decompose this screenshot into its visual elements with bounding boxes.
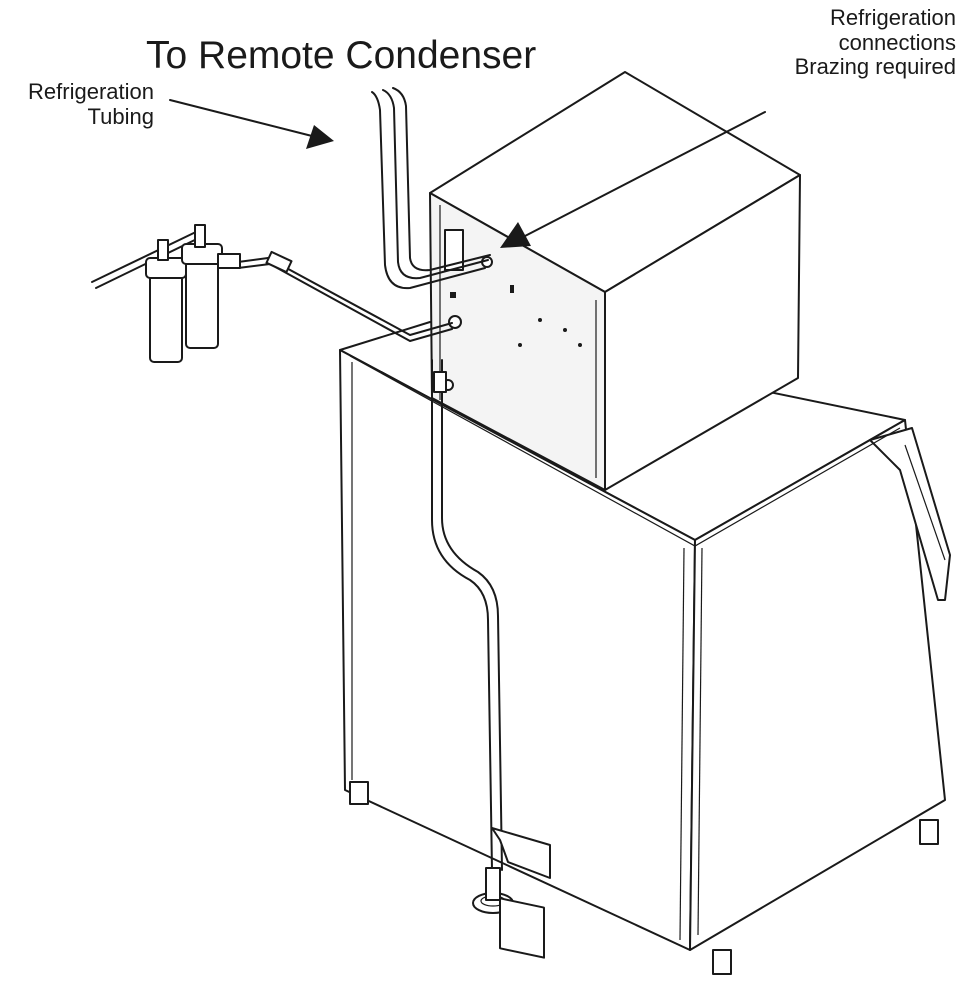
water-filter-assembly — [145, 224, 241, 363]
label-refrigeration-connections-line1: Refrigeration — [830, 5, 956, 30]
label-refrigeration-tubing-line2: Tubing — [87, 103, 154, 129]
label-refrigeration-connections: Refrigeration connections Brazing requir… — [794, 5, 956, 80]
label-refrigeration-tubing: Refrigeration Tubing — [6, 79, 154, 129]
arrow-refrigeration-tubing — [169, 99, 334, 149]
arrow-refrigeration-connections — [500, 111, 766, 248]
refrigeration-lines — [371, 87, 491, 290]
title-to-remote-condenser: To Remote Condenser — [146, 34, 537, 77]
label-refrigeration-connections-line3: Brazing required — [794, 54, 956, 80]
label-refrigeration-connections-line2: connections — [838, 29, 956, 55]
drain-line — [431, 359, 551, 959]
label-refrigeration-tubing-line1: Refrigeration — [28, 79, 154, 104]
